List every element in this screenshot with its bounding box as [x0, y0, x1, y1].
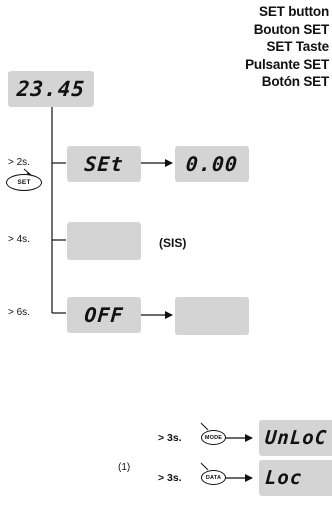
set-key-label: SET — [17, 179, 31, 186]
blank-display-6s — [175, 297, 249, 335]
set-display: SEt — [67, 146, 141, 182]
sis-label: (SIS) — [159, 236, 187, 250]
time-2s: > 2s. — [8, 157, 30, 168]
title-de: SET Taste — [266, 39, 330, 55]
time-3s-mode: > 3s. — [158, 432, 182, 444]
set-display-value: SEt — [83, 152, 125, 176]
unloc-display-value: UnLoC — [264, 427, 328, 449]
mode-key[interactable]: MODE — [201, 430, 226, 445]
loc-display: Loc — [259, 460, 332, 496]
blank-display-4s — [67, 222, 141, 260]
title-en: SET button — [259, 4, 329, 19]
data-key-label: DATA — [205, 474, 222, 481]
title-es: Botón SET — [261, 74, 329, 90]
set-button-title: SET button Bouton SET SET Taste Pulsante… — [245, 3, 329, 91]
footnote-1: (1) — [118, 462, 131, 473]
title-it: Pulsante SET — [245, 56, 329, 72]
title-fr: Bouton SET — [253, 21, 329, 37]
set-key[interactable]: SET — [6, 174, 42, 191]
loc-display-value: Loc — [264, 467, 304, 489]
data-pointer — [200, 462, 209, 471]
time-4s: > 4s. — [8, 234, 30, 245]
unloc-display: UnLoC — [259, 420, 332, 456]
zero-display-value: 0.00 — [185, 152, 239, 176]
mode-key-label: MODE — [204, 434, 223, 441]
data-key[interactable]: DATA — [201, 470, 226, 485]
off-display-value: OFF — [83, 303, 125, 327]
time-6s: > 6s. — [8, 307, 30, 318]
off-display: OFF — [67, 297, 141, 333]
main-display: 23.45 — [8, 71, 94, 107]
mode-pointer — [200, 422, 209, 431]
zero-display: 0.00 — [175, 146, 249, 182]
main-display-value: 23.45 — [16, 77, 86, 101]
time-3s-data: > 3s. — [158, 472, 182, 484]
